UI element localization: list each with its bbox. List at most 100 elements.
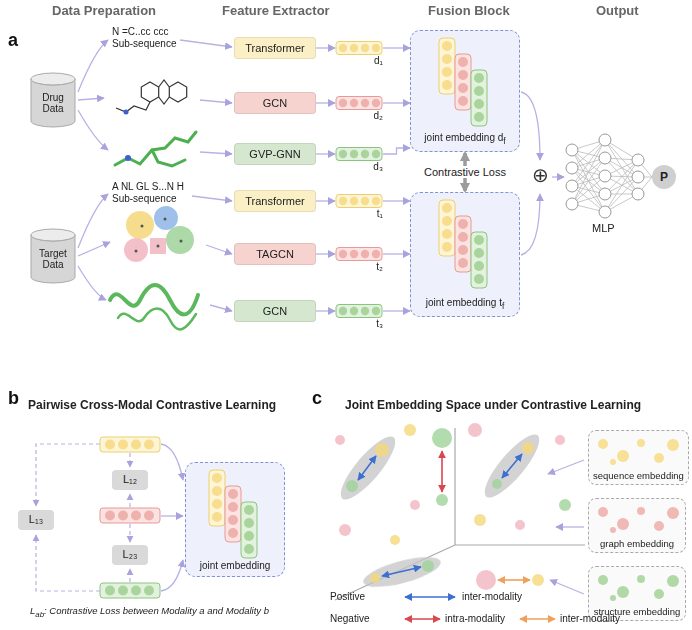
decor-circle: [476, 570, 496, 590]
database-cylinder: Target Data: [30, 228, 76, 284]
vector-cell: [228, 502, 238, 512]
vector-cell: [212, 486, 222, 496]
node-text: Transformer: [245, 42, 305, 54]
decor-g: [110, 285, 198, 329]
embedding-dot: [654, 521, 664, 531]
embedding-dots: [593, 570, 683, 604]
decor-circle: [144, 511, 154, 521]
cylinder-top: [31, 73, 75, 85]
decor-circle: [180, 240, 183, 243]
decor-circle: [436, 494, 448, 506]
connector: [316, 47, 335, 48]
vector-cell: [442, 229, 452, 239]
vector-label: d₃: [335, 161, 383, 172]
decor-g: [36, 437, 183, 598]
decor-path: [521, 194, 540, 255]
vector-cell: [212, 473, 222, 483]
decor-g: [335, 423, 571, 590]
decor-path: [78, 110, 108, 150]
decor-circle: [125, 155, 131, 161]
extractor-box: GCN: [234, 300, 316, 322]
decor-circle: [410, 500, 420, 510]
vector-cell: [228, 489, 238, 499]
decor-circle: [339, 524, 351, 536]
panel-letter: b: [8, 388, 19, 409]
node-text: f: [503, 136, 505, 146]
embedding-vector: t₂: [335, 247, 383, 272]
decor-circle: [468, 423, 482, 437]
vector-cell: [361, 44, 369, 52]
decor-path: [548, 460, 584, 474]
vector-strip: [335, 96, 383, 110]
vector-cell: [339, 307, 347, 315]
node-text: Transformer: [245, 195, 305, 207]
decor-g: [566, 134, 652, 218]
decor-path: [556, 526, 584, 527]
sequence-text: Sub-sequence: [112, 193, 177, 204]
vector-cell: [350, 99, 358, 107]
decor-rect: [100, 508, 160, 523]
decor-circle: [166, 226, 194, 254]
decor-g: [105, 511, 154, 521]
vector-label: t₁: [335, 208, 383, 219]
database-cylinder: Drug Data: [30, 72, 76, 128]
decor-rect: [100, 437, 160, 452]
embedding-dot: [610, 527, 616, 533]
embedding-dot: [637, 575, 645, 583]
vector-cell: [474, 274, 484, 284]
embedding-dot: [667, 575, 679, 587]
vector-cell: [474, 86, 484, 96]
decor-path: [129, 524, 130, 542]
vector-bar: [241, 502, 257, 558]
node-text: f: [502, 301, 504, 311]
vector-frame: [336, 97, 382, 110]
decor-ellipse: [477, 428, 547, 505]
text-line: joint embedding: [200, 560, 271, 571]
decor-g: [161, 444, 183, 591]
vector-cell: [228, 528, 238, 538]
node-text: joint embedding: [200, 560, 271, 571]
decor-circle: [131, 440, 141, 450]
vector-frame: [336, 42, 382, 55]
decor-circle: [422, 560, 434, 572]
vector-cell: [442, 67, 452, 77]
decor-line: [454, 428, 455, 545]
cylinder-top: [31, 229, 75, 241]
vector-cell: [442, 54, 452, 64]
decor-ellipse: [361, 551, 444, 593]
decor-circle: [144, 440, 154, 450]
legend-text: inter-modality: [560, 613, 620, 624]
extractor-box: GCN: [234, 92, 316, 114]
connector: [316, 253, 335, 254]
panel-title: Pairwise Cross-Modal Contrastive Learnin…: [28, 398, 276, 412]
network-neuron: [566, 162, 578, 174]
vector-cell: [339, 150, 347, 158]
decor-path: [36, 535, 100, 591]
embedding-dot: [610, 459, 616, 465]
network-neuron: [566, 144, 578, 156]
decor-circle: [124, 238, 148, 262]
decor-circle: [346, 480, 358, 492]
decor-g: [548, 460, 584, 594]
vector-bar: [439, 38, 455, 94]
vector-label: d₁: [335, 55, 383, 66]
vector-cell: [350, 250, 358, 258]
vector-cell: [442, 41, 452, 51]
sequence-text: A NL GL S...N H: [112, 181, 184, 192]
vector-bar: [225, 486, 241, 542]
column-header: Feature Extractor: [222, 3, 330, 18]
network-neuron: [632, 188, 644, 200]
decor-circle: [105, 440, 115, 450]
decor-path: [78, 194, 108, 248]
decor-g: [124, 206, 194, 262]
embedding-vector: d₁: [335, 41, 383, 66]
decor-circle: [515, 520, 525, 530]
decor-path: [180, 40, 232, 47]
decor-g: [333, 428, 547, 593]
cylinder-body: [31, 235, 75, 283]
decor-circle: [522, 442, 534, 454]
embedding-dot: [617, 450, 629, 462]
joint-embedding-box: joint embedding: [185, 462, 285, 577]
decor-polyline: [116, 102, 150, 112]
footnote-text: ab: [35, 610, 44, 619]
